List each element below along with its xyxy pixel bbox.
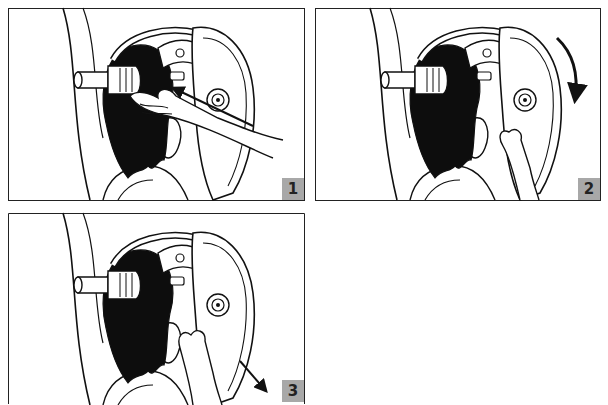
direction-arrow [173, 88, 253, 126]
panel-frame [9, 9, 305, 201]
panel-frame [316, 9, 601, 201]
helmet-figure [370, 8, 576, 200]
callout-number: 3 [282, 380, 304, 402]
panel-frame [9, 214, 305, 405]
hand [130, 89, 283, 158]
callout-number: 2 [578, 178, 600, 200]
callout-number: 1 [282, 178, 304, 200]
helmet-figure [63, 213, 266, 405]
hand [500, 130, 539, 200]
direction-arrow [240, 361, 266, 391]
direction-arrow [557, 38, 576, 100]
helmet-figure [63, 8, 283, 200]
hand [179, 331, 222, 405]
